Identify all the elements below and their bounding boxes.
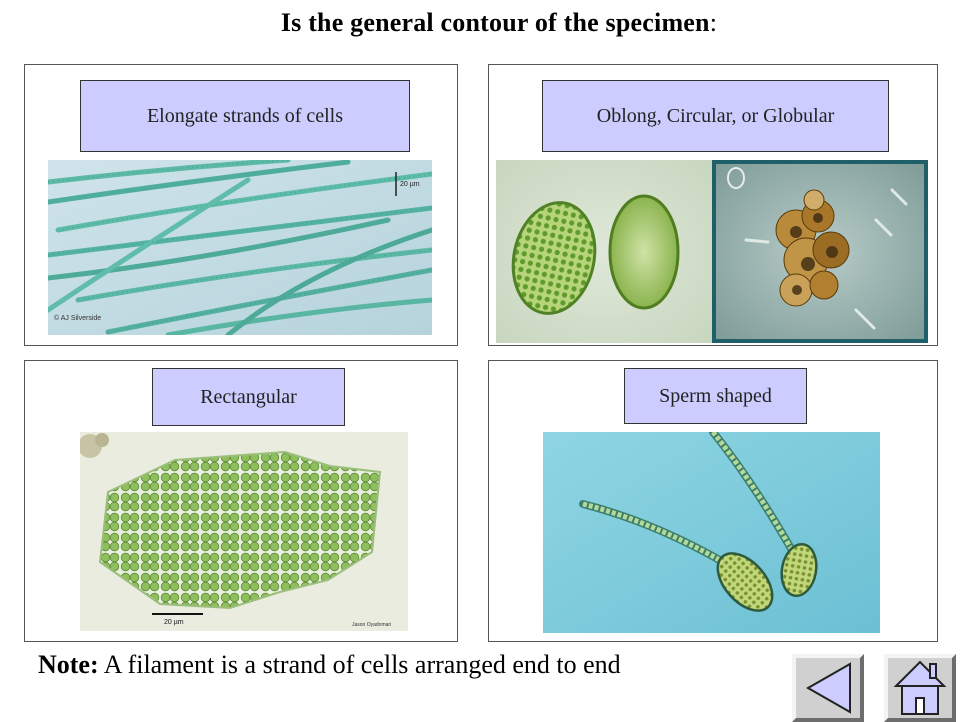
colony-photo-credit: Jason Oyadomari <box>352 622 391 628</box>
sperm-shaped-micrograph <box>543 432 880 633</box>
filament-scale-label: 20 µm <box>400 181 420 188</box>
page-title-text: Is the general contour of the specimen <box>280 8 710 37</box>
footnote: Note: A filament is a strand of cells ar… <box>38 650 621 680</box>
back-triangle-icon <box>805 662 851 714</box>
filament-micrograph: 20 µm © AJ Silverside <box>48 160 432 335</box>
home-button[interactable] <box>884 654 956 722</box>
label-sperm-shaped[interactable]: Sperm shaped <box>624 368 807 424</box>
label-oblong-circular-globular[interactable]: Oblong, Circular, or Globular <box>542 80 889 152</box>
page-title: Is the general contour of the specimen: <box>0 8 960 38</box>
back-button[interactable] <box>792 654 864 722</box>
colony-scale-label: 20 µm <box>164 619 184 626</box>
footnote-text: A filament is a strand of cells arranged… <box>103 650 621 679</box>
page-title-colon: : <box>709 8 718 37</box>
filament-photo-credit: © AJ Silverside <box>54 314 101 322</box>
rectangular-colony-micrograph: 20 µm Jason Oyadomari <box>80 432 408 631</box>
home-icon <box>893 660 947 715</box>
label-rectangular[interactable]: Rectangular <box>152 368 345 426</box>
footnote-prefix: Note: <box>38 650 99 679</box>
label-elongate-strands[interactable]: Elongate strands of cells <box>80 80 410 152</box>
oval-colony-micrograph <box>496 160 928 343</box>
